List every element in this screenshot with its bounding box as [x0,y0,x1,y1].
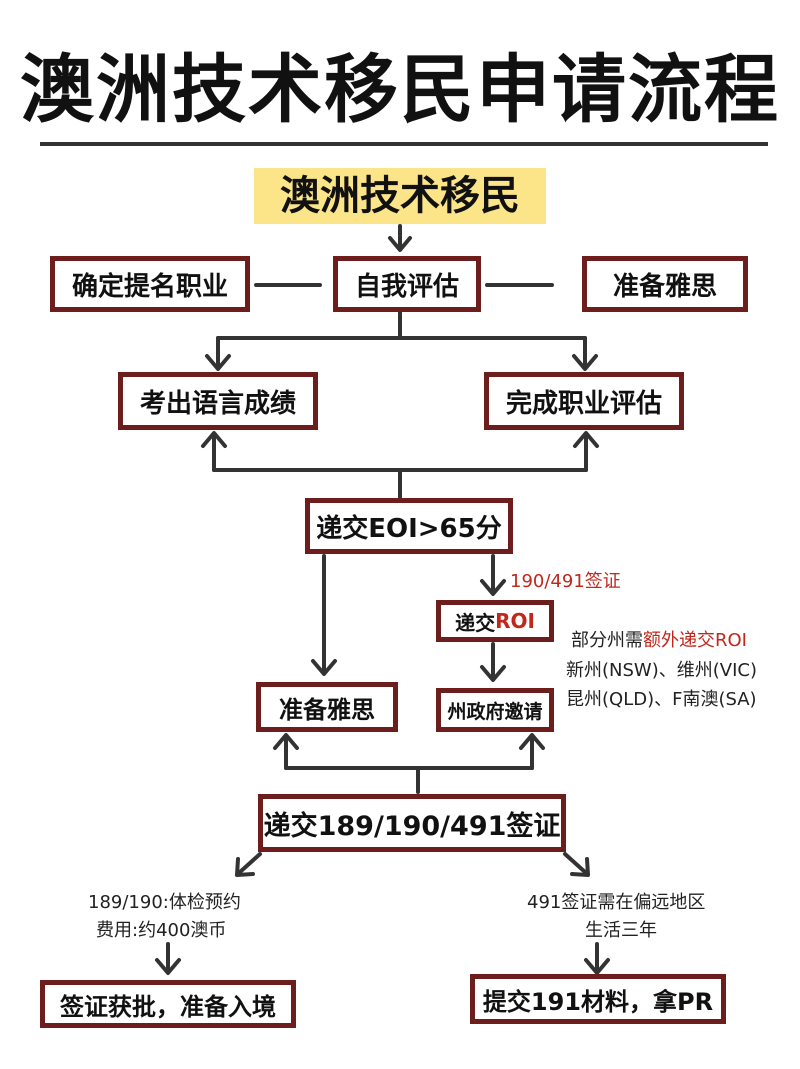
arrowhead [572,354,598,371]
connector-visa-merge [284,766,534,794]
connector-self-split [216,310,587,340]
node-submit-191: 提交191材料，拿PR [470,974,726,1024]
note-remote-line1: 491签证需在偏远地区 [527,892,706,913]
node-language-score: 考出语言成绩 [118,372,318,430]
connector-eoi-merge [212,468,588,500]
node-prep-ielts-top: 准备雅思 [582,256,748,312]
arrowhead [311,659,337,676]
node-visa-granted: 签证获批，准备入境 [40,980,296,1028]
note-roi-line2: 新州(NSW)、维州(VIC) [566,660,757,681]
node-skills-assess: 完成职业评估 [484,372,684,430]
note-remote-line2: 生活三年 [585,920,657,941]
title-divider [40,142,768,146]
note-roi-highlight: 额外递交ROI [643,630,747,651]
node-roi-suffix: ROI [495,609,535,633]
arrowhead [155,958,181,975]
node-prep-ielts-bottom: 准备雅思 [256,682,398,732]
node-self-assess: 自我评估 [333,256,481,312]
node-visa-submit: 递交189/190/491签证 [258,794,566,852]
connector-visa-right [563,852,587,874]
note-roi-prefix: 部分州需 [571,630,643,651]
page-title: 澳洲技术移民申请流程 [20,47,780,133]
note-visa-190-491: 190/491签证 [510,571,621,592]
arrowhead [205,354,231,371]
note-roi-line3: 昆州(QLD)、F南澳(SA) [566,689,757,710]
arrowhead [584,958,610,975]
note-roi-line1: 部分州需额外递交ROI [571,626,747,652]
node-nominate: 确定提名职业 [50,256,250,312]
node-roi-prefix: 递交 [455,610,496,635]
arrowhead [573,431,599,448]
arrowhead [388,236,412,252]
arrowhead [519,733,545,750]
arrowhead [480,579,506,596]
note-medical-line1: 189/190:体检预约 [88,892,241,913]
arrowhead [570,857,590,877]
note-medical-line2: 费用:约400澳币 [96,920,227,941]
arrowhead [480,665,506,682]
start-node: 澳洲技术移民 [254,168,546,224]
node-eoi: 递交EOI>65分 [305,498,513,554]
arrowhead [235,857,255,877]
connector-visa-left [238,852,262,874]
arrowhead [201,431,227,448]
node-state-invite: 州政府邀请 [436,688,554,732]
arrowhead [273,733,299,750]
